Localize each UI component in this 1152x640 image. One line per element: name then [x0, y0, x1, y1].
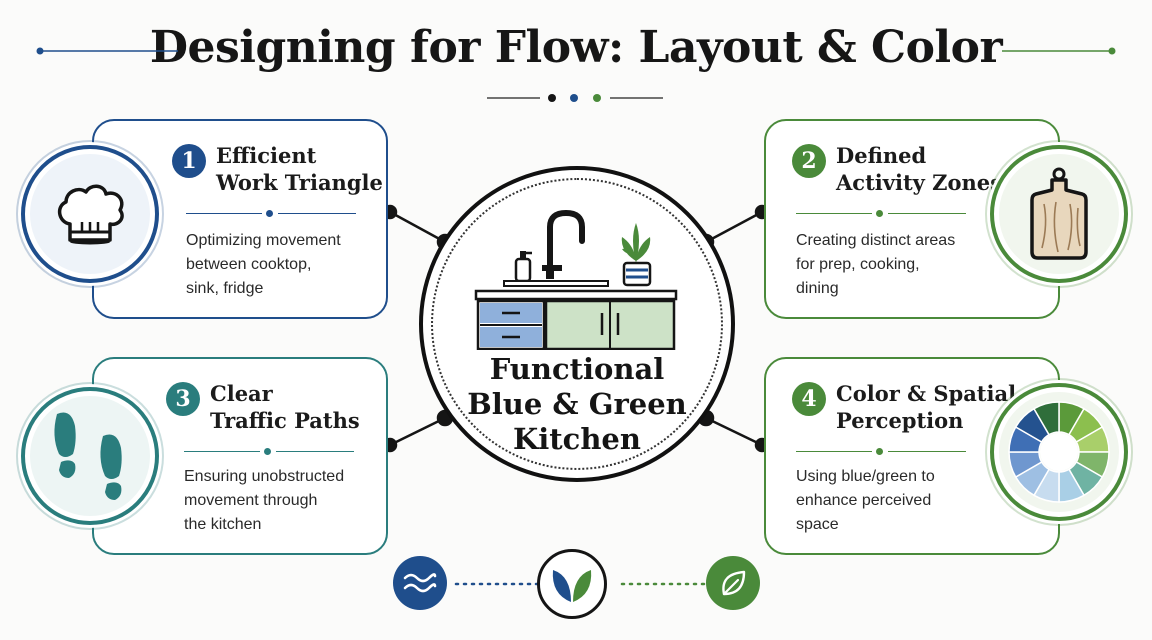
card-3-header: 3 Clear Traffic Paths: [166, 380, 360, 434]
card-3-separator: [184, 447, 354, 457]
chef-hat-icon: [57, 184, 124, 245]
card-4-title: Color & Spatial Perception: [836, 381, 1017, 433]
card-3-number-badge: 3: [166, 382, 200, 416]
color-wheel-segment: [1032, 401, 1060, 436]
card-1-icon-circle: [21, 145, 159, 283]
faucet-icon: [547, 209, 585, 278]
card-2-header: 2 Defined Activity Zones: [792, 142, 1002, 196]
card-2-icon-circle: [990, 145, 1128, 283]
card-3-title: Clear Traffic Paths: [210, 381, 360, 433]
card-1-title: Efficient Work Triangle: [216, 143, 383, 195]
card-4-icon-circle: [990, 383, 1128, 521]
leaf-badge: [706, 556, 760, 610]
card-1-header: 1 Efficient Work Triangle: [172, 142, 383, 196]
card-2-title: Defined Activity Zones: [836, 143, 1002, 195]
card-4-description: Using blue/green to enhance perceived sp…: [796, 468, 935, 533]
card-1-separator: [186, 209, 356, 219]
card-2-description: Creating distinct areas for prep, cookin…: [796, 232, 956, 297]
bottom-dotted-connectors: [454, 582, 708, 586]
card-4-number-badge: 4: [792, 382, 826, 416]
kitchen-cabinets: [476, 299, 676, 350]
water-waves-icon: [403, 573, 437, 593]
kitchen-sink-illustration: [474, 209, 678, 350]
color-wheel-icon: [1008, 401, 1110, 503]
card-4-separator: [796, 447, 966, 457]
title-decoration: [36, 47, 1116, 102]
center-circle-dotted-ring: [431, 178, 723, 470]
card-3-description: Ensuring unobstructed movement through t…: [184, 468, 345, 533]
card-2-number-badge: 2: [792, 144, 826, 178]
cutting-board-icon: [1030, 167, 1088, 260]
soap-dispenser-icon: [514, 251, 532, 283]
leaf-icon: [722, 570, 746, 596]
color-wheel-center: [1040, 433, 1078, 471]
card-3-icon-circle: [21, 387, 159, 525]
card-1-number-badge: 1: [172, 144, 206, 178]
footprints-icon: [54, 412, 122, 500]
center-title: Functional Blue & Green Kitchen: [467, 352, 687, 456]
leaves-icon: [552, 570, 592, 602]
leaves-badge: [537, 549, 607, 619]
water-waves-badge: [393, 556, 447, 610]
page-title: Designing for Flow: Layout & Color: [149, 22, 1003, 73]
potted-plant-icon: [621, 223, 652, 287]
card-2-separator: [796, 209, 966, 219]
card-4-header: 4 Color & Spatial Perception: [792, 380, 1016, 434]
card-1-description: Optimizing movement between cooktop, sin…: [186, 232, 341, 297]
